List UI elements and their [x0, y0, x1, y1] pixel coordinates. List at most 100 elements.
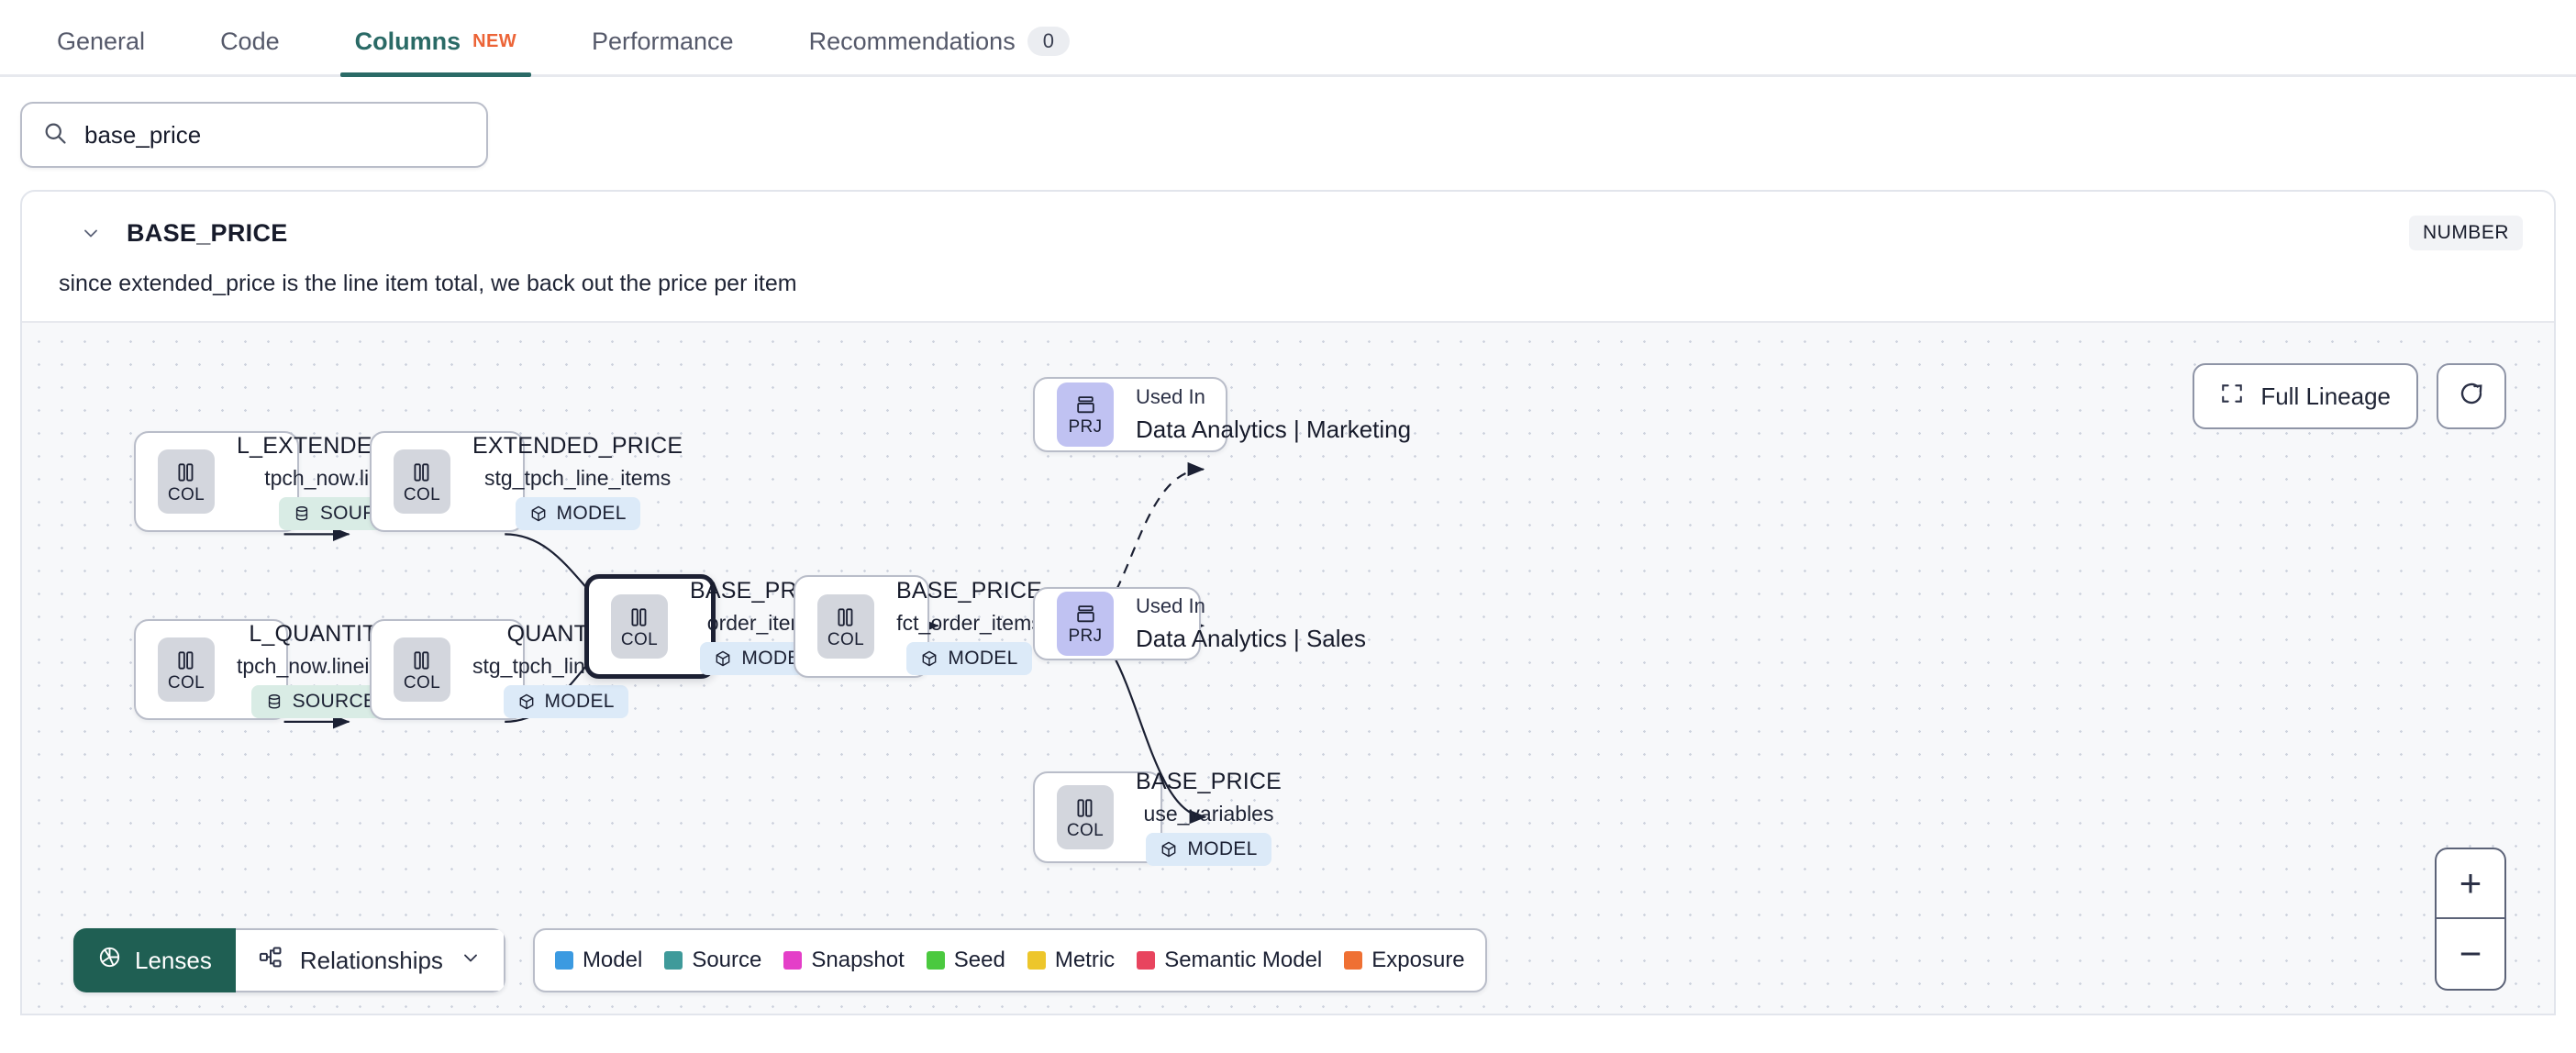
legend-swatch: [1344, 951, 1363, 970]
tab-performance[interactable]: Performance: [592, 28, 734, 74]
node-title: L_QUANTITY: [249, 621, 393, 647]
legend-item-seed: Seed: [926, 948, 1005, 973]
lineage-node-base-price-use-variables[interactable]: COL BASE_PRICE use_variables MODEL: [1033, 769, 1282, 866]
legend-item-model: Model: [554, 948, 643, 973]
cube-icon: [1162, 841, 1176, 858]
node-info: BASE_PRICE use_variables MODEL: [1136, 769, 1282, 866]
cube-icon: [531, 505, 545, 522]
project-used-in-label: Used In: [1136, 385, 1205, 408]
zoom-in-button[interactable]: +: [2437, 849, 2504, 919]
badge-label: MODEL: [948, 648, 1018, 669]
relationships-icon: [258, 945, 283, 977]
zoom-out-button[interactable]: −: [2459, 932, 2482, 975]
column-header[interactable]: BASE_PRICE NUMBER: [22, 192, 2554, 250]
lineage-node-extended-price[interactable]: COL EXTENDED_PRICE stg_tpch_line_items M…: [370, 431, 683, 532]
tab-label: Performance: [592, 28, 734, 55]
lineage-node-l-extendedprice[interactable]: COL L_EXTENDEDPRICE tpch_now.lineitem SO…: [134, 431, 460, 532]
legend-label: Exposure: [1371, 948, 1465, 972]
col-kind-icon: COL: [394, 449, 450, 514]
lineage-node-project-sales[interactable]: PRJ Used In Data Analytics | Sales: [1033, 587, 1366, 660]
badge-label: MODEL: [544, 691, 615, 712]
tab-label: Recommendations: [808, 27, 1016, 55]
tab-bar: General Code Columns NEW Performance Rec…: [0, 0, 2576, 77]
badge-label: MODEL: [1187, 838, 1258, 859]
search-value: base_price: [84, 120, 202, 149]
legend-label: Metric: [1054, 948, 1116, 972]
chevron-down-icon[interactable]: [79, 221, 103, 245]
badge-label: MODEL: [556, 503, 627, 524]
node-info: Used In Data Analytics | Sales: [1136, 594, 1366, 653]
project-name: Data Analytics | Marketing: [1136, 416, 1412, 443]
tab-label: Code: [220, 28, 280, 55]
relationships-dropdown[interactable]: Relationships: [235, 928, 505, 992]
lenses-button[interactable]: Lenses: [73, 928, 236, 992]
kind-label: COL: [403, 672, 441, 693]
expand-icon: [2220, 382, 2244, 412]
node-type-badge: MODEL: [1146, 833, 1271, 866]
node-type-badge: MODEL: [906, 642, 1032, 675]
lenses-group: Lenses Relationships: [73, 928, 505, 992]
col-kind-icon: COL: [817, 594, 874, 659]
page-title: BASE_PRICE: [127, 218, 288, 247]
aperture-icon: [97, 945, 122, 976]
prj-kind-icon: PRJ: [1057, 382, 1114, 447]
kind-label: COL: [1066, 820, 1105, 840]
col-kind-icon: COL: [158, 637, 215, 702]
node-subtitle: fct_order_items: [896, 611, 1042, 635]
legend-label: Model: [582, 948, 643, 972]
col-kind-icon: COL: [1057, 785, 1114, 849]
legend-item-semantic-model: Semantic Model: [1137, 948, 1322, 973]
legend: Model Source Snapshot Seed Metric: [532, 928, 1487, 992]
tab-label: Columns: [354, 28, 461, 55]
node-info: QUANTITY stg_tpch_line_items MODEL: [472, 621, 659, 718]
search-input[interactable]: base_price: [20, 102, 488, 168]
tab-general[interactable]: General: [57, 28, 145, 74]
tab-new-badge: NEW: [472, 31, 516, 51]
legend-label: Seed: [953, 948, 1005, 972]
tab-code[interactable]: Code: [220, 28, 280, 74]
legend-swatch: [783, 951, 803, 970]
project-icon: [1076, 605, 1094, 623]
node-type-badge: MODEL: [515, 497, 640, 530]
legend-label: Snapshot: [811, 948, 905, 972]
legend-swatch: [1027, 951, 1046, 970]
tab-columns[interactable]: Columns NEW: [339, 28, 532, 77]
lineage-node-quantity[interactable]: COL QUANTITY stg_tpch_line_items MODEL: [370, 619, 659, 720]
refresh-icon: [2458, 380, 2485, 414]
kind-label: COL: [403, 484, 441, 504]
kind-label: COL: [167, 484, 205, 504]
legend-item-metric: Metric: [1027, 948, 1115, 973]
node-subtitle: use_variables: [1143, 802, 1274, 826]
column-type-badge: NUMBER: [2408, 216, 2523, 250]
kind-label: COL: [167, 672, 205, 693]
node-subtitle: stg_tpch_line_items: [483, 466, 672, 490]
legend-item-exposure: Exposure: [1344, 948, 1465, 973]
project-icon: [1076, 396, 1094, 414]
relationships-label: Relationships: [299, 946, 443, 974]
lineage-node-base-price-fct-order-items[interactable]: COL BASE_PRICE fct_order_items MODEL: [794, 575, 1042, 678]
column-description: since extended_price is the line item to…: [59, 271, 797, 296]
tab-recommendations[interactable]: Recommendations 0: [809, 27, 1070, 74]
search-icon: [42, 120, 68, 150]
legend-item-source: Source: [664, 948, 761, 973]
cube-icon: [716, 650, 730, 667]
lineage-node-project-marketing[interactable]: PRJ Used In Data Analytics | Marketing: [1033, 377, 1411, 452]
kind-label: COL: [827, 629, 865, 649]
database-icon: [295, 506, 307, 521]
cube-icon: [923, 650, 937, 667]
refresh-button[interactable]: [2437, 363, 2506, 429]
full-lineage-button[interactable]: Full Lineage: [2193, 363, 2418, 429]
lineage-node-l-quantity[interactable]: COL L_QUANTITY tpch_now.lineitem SOURCE: [134, 619, 405, 720]
kind-label: PRJ: [1068, 417, 1103, 437]
canvas-bottom-toolbar: Lenses Relationships: [73, 928, 1487, 992]
legend-swatch: [926, 951, 945, 970]
node-type-badge: SOURCE: [250, 685, 391, 718]
project-used-in-label: Used In: [1136, 594, 1205, 617]
node-info: BASE_PRICE fct_order_items MODEL: [896, 578, 1042, 675]
lineage-canvas[interactable]: COL L_EXTENDEDPRICE tpch_now.lineitem SO…: [22, 321, 2554, 1014]
col-kind-icon: COL: [611, 594, 668, 659]
node-title: BASE_PRICE: [1136, 769, 1282, 794]
search-area: base_price: [0, 77, 2576, 168]
chevron-down-icon: [460, 947, 482, 975]
lineage-node-base-price-order-items[interactable]: COL BASE_PRICE order_items MODEL: [584, 574, 836, 679]
